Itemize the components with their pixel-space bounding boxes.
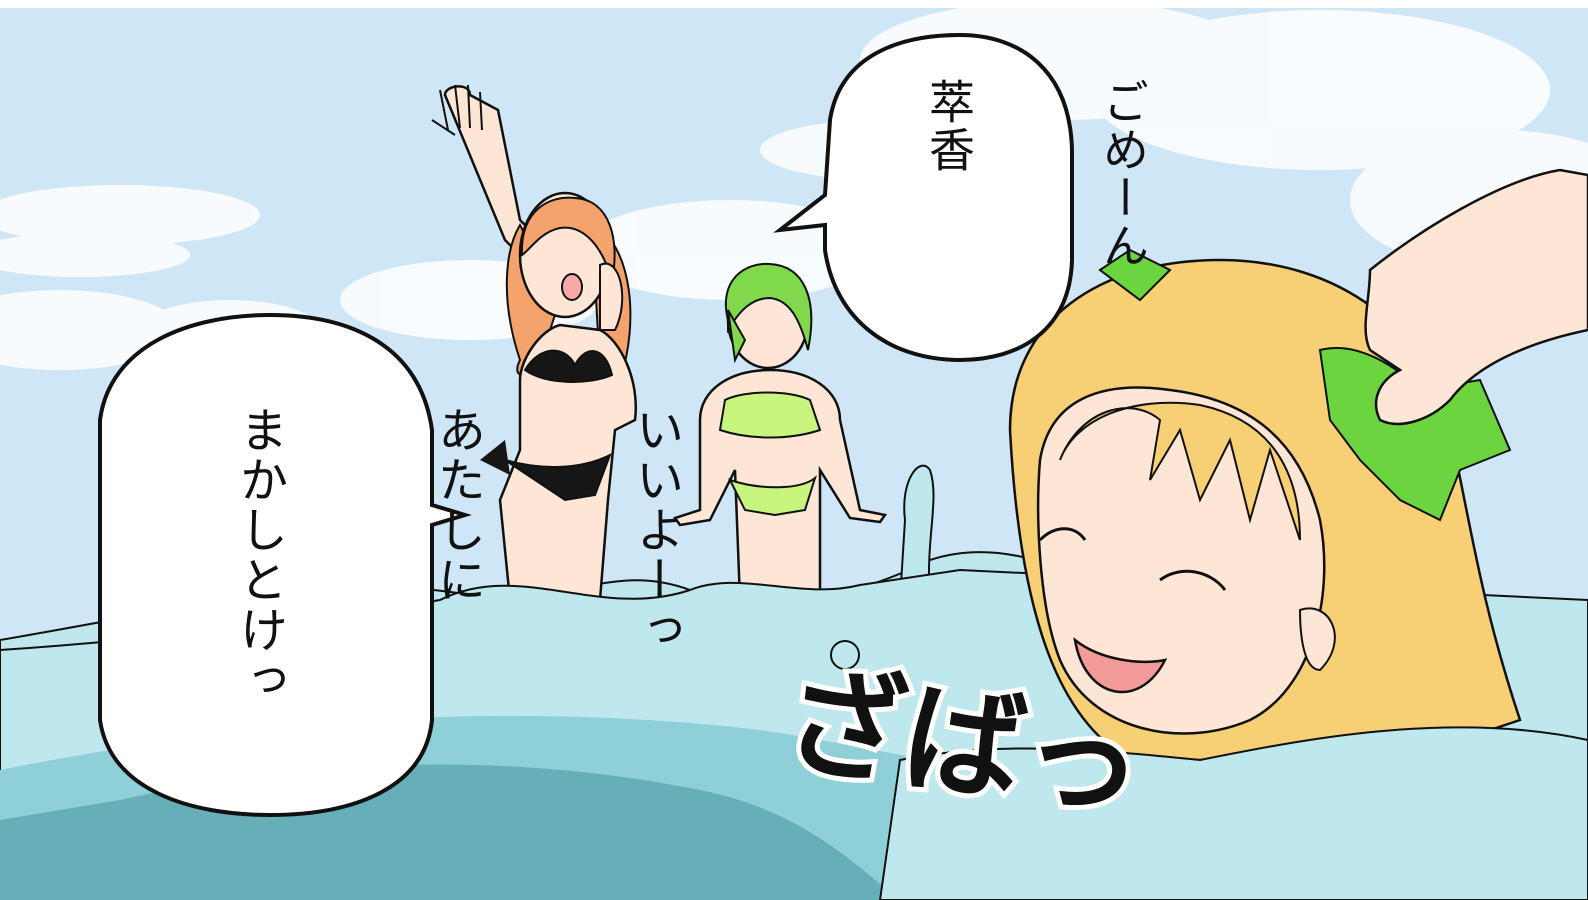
water-droplet bbox=[830, 640, 860, 670]
girl-blonde-hair bbox=[1008, 168, 1588, 762]
speech-left-line-3: まかしとけっ bbox=[231, 405, 287, 705]
water-foreground bbox=[878, 726, 1588, 900]
speech-text-left: いいよーっ あたしに まかしとけっ bbox=[160, 405, 820, 705]
speech-right-line-2: 萃香 bbox=[922, 78, 976, 174]
speech-bubble-right bbox=[773, 32, 1074, 363]
top-border bbox=[0, 0, 1588, 8]
speech-bubble-left bbox=[98, 312, 472, 818]
speech-right-line-1: ごめーん bbox=[1096, 78, 1150, 270]
speech-left-line-1: いいよーっ bbox=[627, 405, 683, 655]
speech-left-line-2: あたしに bbox=[429, 405, 485, 605]
girl-orange-hair bbox=[431, 84, 638, 602]
girl-green-hair bbox=[672, 262, 888, 602]
speech-text-right: ごめーん 萃香 bbox=[862, 78, 1268, 270]
